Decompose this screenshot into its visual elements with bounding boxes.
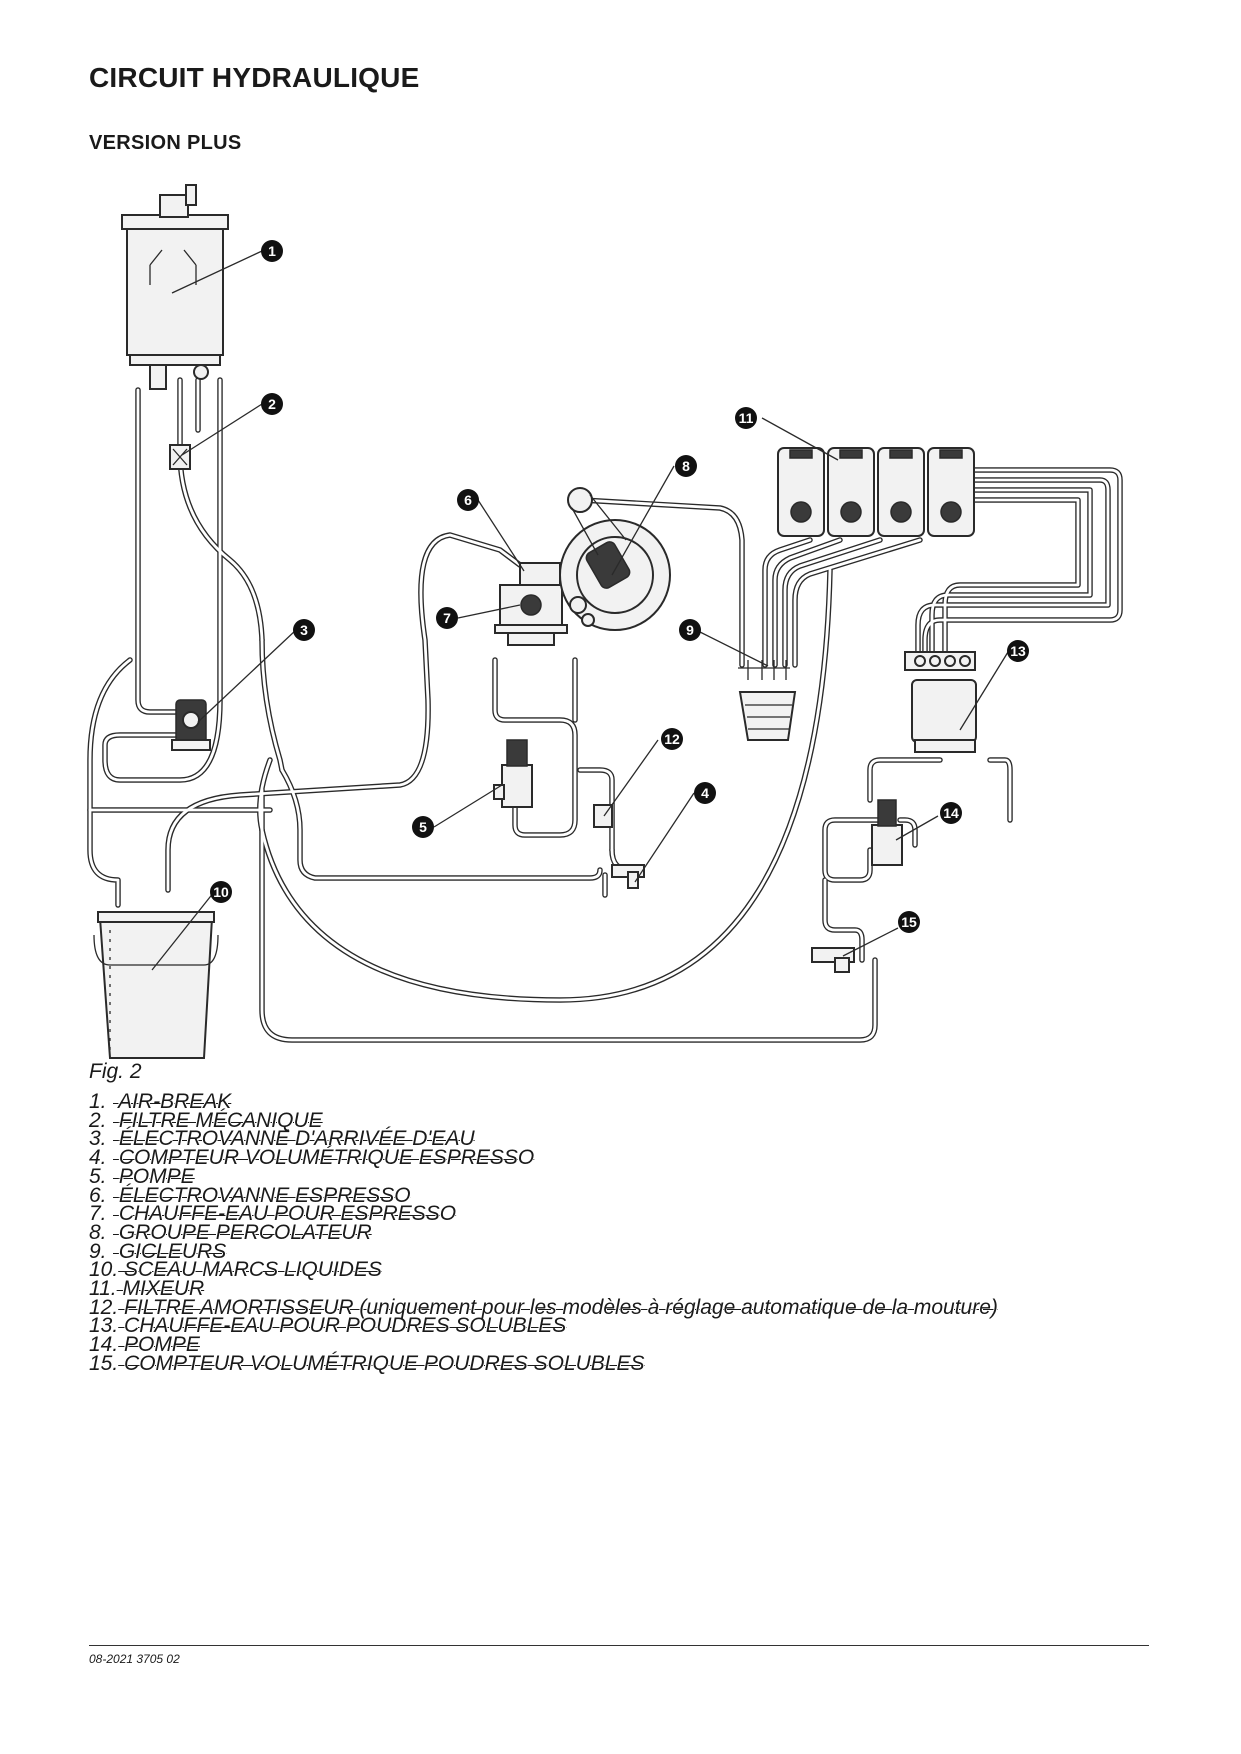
legend-item: 1. AIR-BREAK	[89, 1090, 998, 1113]
legend-item: 2. FILTRE MÉCANIQUE	[89, 1108, 998, 1132]
callout-9: 9	[679, 619, 701, 641]
legend-item: 6. ÉLECTROVANNE ESPRESSO	[89, 1183, 998, 1207]
liquid-waste-bucket	[93, 911, 219, 1059]
espresso-solenoid-valve	[519, 562, 561, 586]
legend-item: 11. MIXEUR	[89, 1277, 998, 1301]
callout-1: 1	[261, 240, 283, 262]
callout-11-label: 11	[739, 410, 754, 426]
figure-caption: Fig. 2	[89, 1060, 142, 1083]
legend-text: FILTRE AMORTISSEUR (uniquement pour les …	[124, 1295, 998, 1319]
legend-item: 15. COMPTEUR VOLUMÉTRIQUE POUDRES SOLUBL…	[89, 1351, 998, 1375]
legend-item: 4. COMPTEUR VOLUMÉTRIQUE ESPRESSO	[89, 1146, 998, 1170]
callout-leaders	[151, 250, 1009, 971]
callout-12-label: 12	[664, 731, 680, 747]
legend-text: CHAUFFE-EAU POUR POUDRES SOLUBLES	[124, 1314, 567, 1338]
legend-text: POMPE	[118, 1164, 195, 1188]
legend-number: 2.	[89, 1108, 107, 1132]
legend-number: 6.	[89, 1183, 107, 1207]
espresso-volumetric-meter	[602, 864, 645, 898]
document-code: 08-2021 3705 02	[89, 1652, 180, 1666]
callout-10: 10	[210, 881, 232, 903]
legend-text: FILTRE MÉCANIQUE	[118, 1108, 323, 1132]
callout-2-label: 2	[268, 396, 276, 412]
legend-text: ÉLECTROVANNE ESPRESSO	[118, 1183, 411, 1207]
legend-number: 14.	[89, 1333, 119, 1357]
espresso-pump	[493, 739, 533, 808]
legend-text: AIR-BREAK	[118, 1090, 232, 1113]
footer-divider	[89, 1645, 1149, 1646]
callout-14-label: 14	[943, 805, 959, 821]
legend-text: POMPE	[124, 1333, 200, 1357]
callout-3: 3	[293, 619, 315, 641]
callout-5: 5	[412, 816, 434, 838]
callout-9-label: 9	[686, 622, 694, 638]
legend-text: GROUPE PERCOLATEUR	[118, 1220, 372, 1244]
callout-4-label: 4	[701, 785, 709, 801]
legend-number: 7.	[89, 1202, 107, 1226]
soluble-pump	[871, 799, 903, 866]
brewing-unit	[559, 487, 671, 631]
jets-and-cup	[738, 660, 797, 741]
legend-item: 8. GROUPE PERCOLATEUR	[89, 1220, 998, 1244]
callout-13-label: 13	[1010, 643, 1026, 659]
callout-10-label: 10	[213, 884, 229, 900]
callout-3-label: 3	[300, 622, 308, 638]
callout-4: 4	[694, 782, 716, 804]
callout-7-label: 7	[443, 610, 451, 626]
callout-15: 15	[898, 911, 920, 933]
callout-8-label: 8	[682, 458, 690, 474]
callout-6: 6	[457, 489, 479, 511]
legend-item: 5. POMPE	[89, 1164, 998, 1188]
callout-8: 8	[675, 455, 697, 477]
legend-text: SCEAU MARCS LIQUIDES	[124, 1258, 382, 1282]
legend-item: 7. CHAUFFE-EAU POUR ESPRESSO	[89, 1202, 998, 1226]
callout-11: 11	[735, 407, 757, 429]
hydraulic-circuit-diagram: 1 2 3 4 5 6 7 8 9 10 11 12 13 14 15	[87, 184, 1123, 1059]
callout-13: 13	[1007, 640, 1029, 662]
legend-number: 15.	[89, 1351, 119, 1375]
page-subtitle: VERSION PLUS	[89, 132, 242, 154]
legend-number: 12.	[89, 1295, 119, 1319]
callout-2: 2	[261, 393, 283, 415]
legend-item: 12. FILTRE AMORTISSEUR (uniquement pour …	[89, 1295, 998, 1319]
legend-text: GICLEURS	[118, 1239, 227, 1263]
legend-text: COMPTEUR VOLUMÉTRIQUE POUDRES SOLUBLES	[124, 1351, 645, 1375]
legend-number: 5.	[89, 1164, 107, 1188]
legend-number: 8.	[89, 1220, 107, 1244]
legend-number: 13.	[89, 1314, 119, 1338]
air-break-tank	[121, 184, 229, 390]
espresso-heater	[494, 584, 568, 646]
callout-7: 7	[436, 607, 458, 629]
callout-12: 12	[661, 728, 683, 750]
callout-1-label: 1	[268, 243, 276, 259]
legend-number: 1.	[89, 1090, 107, 1113]
legend-text: COMPTEUR VOLUMÉTRIQUE ESPRESSO	[118, 1146, 535, 1170]
legend-number: 3.	[89, 1127, 107, 1151]
legend-item: 13. CHAUFFE-EAU POUR POUDRES SOLUBLES	[89, 1314, 998, 1338]
page-title: CIRCUIT HYDRAULIQUE	[89, 62, 420, 93]
mechanical-filter	[169, 444, 191, 470]
mixer-bank	[777, 447, 975, 537]
component-legend: 1. AIR-BREAK 2. FILTRE MÉCANIQUE 3. ÉLEC…	[89, 1090, 998, 1375]
pipe-network	[87, 377, 1123, 1043]
legend-number: 9.	[89, 1239, 107, 1263]
legend-text: MIXEUR	[122, 1277, 205, 1301]
callout-14: 14	[940, 802, 962, 824]
soluble-volumetric-meter	[811, 947, 855, 973]
legend-number: 11.	[89, 1277, 117, 1301]
legend-item: 9. GICLEURS	[89, 1239, 998, 1263]
callout-5-label: 5	[419, 819, 427, 835]
legend-text: CHAUFFE-EAU POUR ESPRESSO	[118, 1202, 457, 1226]
legend-number: 10.	[89, 1258, 119, 1282]
legend-item: 14. POMPE	[89, 1333, 998, 1357]
legend-text: ÉLECTROVANNE D'ARRIVÉE D'EAU	[118, 1127, 475, 1151]
legend-item: 3. ÉLECTROVANNE D'ARRIVÉE D'EAU	[89, 1127, 998, 1151]
callout-6-label: 6	[464, 492, 472, 508]
inlet-solenoid-valve	[171, 699, 211, 751]
callout-15-label: 15	[901, 914, 917, 930]
soluble-heater	[904, 651, 977, 753]
callout-markers: 1 2 3 4 5 6 7 8 9 10 11 12 13 14 15	[210, 240, 1029, 933]
legend-item: 10. SCEAU MARCS LIQUIDES	[89, 1258, 998, 1282]
legend-number: 4.	[89, 1146, 107, 1170]
